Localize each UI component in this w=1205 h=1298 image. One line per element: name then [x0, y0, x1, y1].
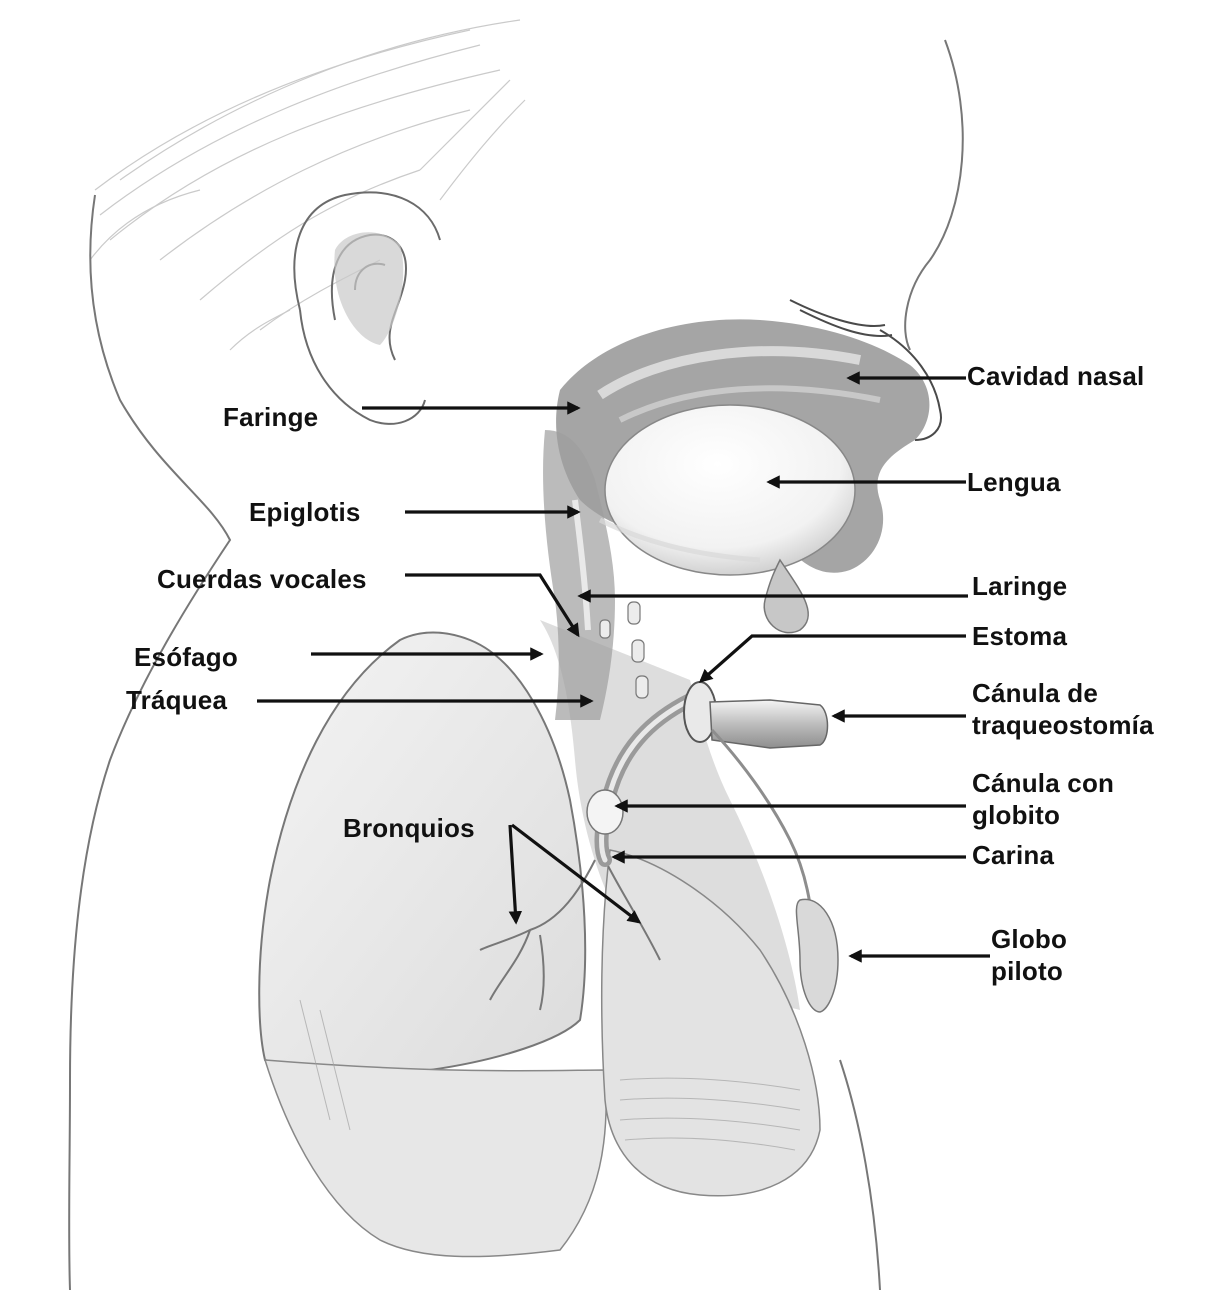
- label-carina: Carina: [972, 839, 1054, 871]
- ear-shading: [334, 232, 403, 345]
- trach-connector: [710, 700, 828, 748]
- label-canula-globito-line2: globito: [972, 799, 1114, 831]
- label-canula-globito-line1: Cánula con: [972, 767, 1114, 799]
- trach-cuff-balloon: [587, 790, 623, 834]
- hair-sketch: [90, 20, 525, 350]
- label-cavidad-nasal: Cavidad nasal: [967, 360, 1144, 392]
- tongue-shape: [605, 405, 855, 575]
- label-canula-traqueostomia: Cánula de traqueostomía: [972, 677, 1154, 741]
- label-globo-piloto-line2: piloto: [991, 955, 1067, 987]
- pilot-balloon: [796, 899, 838, 1012]
- arrow-estoma: [701, 636, 966, 681]
- lung-right-shape: [602, 850, 820, 1196]
- label-laringe: Laringe: [972, 570, 1067, 602]
- label-canula-globito: Cánula con globito: [972, 767, 1114, 831]
- label-canula-traqueostomia-line1: Cánula de: [972, 677, 1154, 709]
- lung-left-shape: [259, 633, 585, 1072]
- label-globo-piloto: Globo piloto: [991, 923, 1067, 987]
- label-esofago: Esófago: [134, 641, 238, 673]
- label-canula-traqueostomia-line2: traqueostomía: [972, 709, 1154, 741]
- lung-lower-shape: [265, 1060, 606, 1257]
- label-epiglotis: Epiglotis: [249, 496, 361, 528]
- label-estoma: Estoma: [972, 620, 1067, 652]
- label-lengua: Lengua: [967, 466, 1061, 498]
- label-cuerdas-vocales: Cuerdas vocales: [157, 563, 367, 595]
- label-traquea: Tráquea: [126, 684, 227, 716]
- label-bronquios: Bronquios: [343, 812, 475, 844]
- label-globo-piloto-line1: Globo: [991, 923, 1067, 955]
- label-faringe: Faringe: [223, 401, 318, 433]
